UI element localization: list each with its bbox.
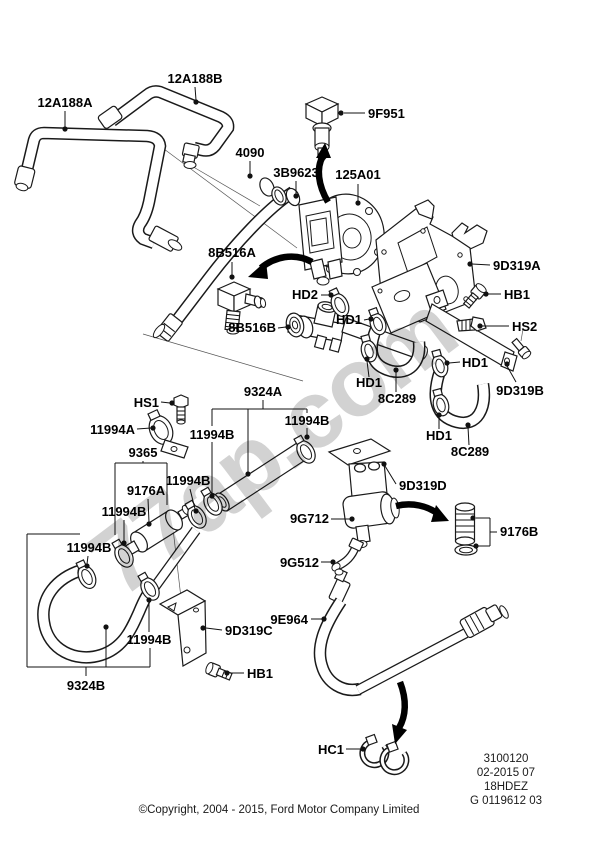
- sensor-9f951-drawing: [304, 96, 340, 161]
- label-3b9623: 3B9623: [273, 165, 319, 180]
- label-9g512: 9G512: [280, 555, 319, 570]
- label-9g712: 9G712: [290, 511, 329, 526]
- label-hb1-lower: HB1: [247, 666, 273, 681]
- part-labels: 12A188B 12A188A 4090 3B9623 9F951 125A01…: [38, 71, 544, 757]
- clip-hc1-drawing: [359, 733, 410, 776]
- clamp-hd1-c-drawing: [431, 348, 449, 378]
- label-9d319d: 9D319D: [399, 478, 447, 493]
- label-11994b-3: 11994B: [102, 504, 147, 519]
- pump-125a01-drawing: [298, 193, 385, 286]
- label-11994b-6: 11994B: [127, 632, 172, 647]
- label-9324b: 9324B: [67, 678, 105, 693]
- clamp-11994b-2-drawing: [293, 434, 316, 464]
- bracket-9d319b-drawing: [425, 289, 518, 372]
- clamp-hd1-d-drawing: [432, 387, 450, 417]
- doc-info-block: 3100120 02-2015 07 18HDEZ G 0119612 03: [470, 753, 542, 807]
- label-11994a: 11994A: [90, 422, 135, 437]
- label-8c289-a: 8C289: [378, 391, 416, 406]
- hose-9324b-drawing: [37, 526, 201, 664]
- label-9176a: 9176A: [127, 483, 166, 498]
- elbow-9g512-drawing: [331, 537, 364, 572]
- label-9d319a: 9D319A: [493, 258, 541, 273]
- label-hs1: HS1: [134, 395, 159, 410]
- label-11994b-5: 11994B: [166, 473, 211, 488]
- label-11994b-1: 11994B: [190, 427, 235, 442]
- label-9176b: 9176B: [500, 524, 538, 539]
- copyright-notice: ©Copyright, 2004 - 2015, Ford Motor Comp…: [139, 804, 420, 816]
- label-9d319b: 9D319B: [496, 383, 544, 398]
- bracket-9d319c-drawing: [158, 589, 207, 667]
- clamp-hd1-b-drawing: [360, 333, 378, 363]
- filter-9176b-drawing: [454, 502, 478, 556]
- label-9e964: 9E964: [270, 612, 308, 627]
- clamp-hd1-a-drawing: [367, 306, 387, 336]
- label-hd1-a: HD1: [336, 312, 362, 327]
- bolt-hb1-lower-drawing: [205, 661, 233, 681]
- bolt-hs2-drawing: [456, 316, 487, 332]
- clamp-11994b-3-drawing: [111, 538, 134, 568]
- hose-9e964-drawing: [313, 568, 509, 697]
- label-9324a: 9324A: [244, 384, 283, 399]
- hose-4090-drawing: [152, 177, 297, 342]
- fitting-8b516a-drawing: [216, 281, 267, 335]
- doc-catalog-code: 18HDEZ: [484, 781, 528, 793]
- label-hs2: HS2: [512, 319, 537, 334]
- label-8c289-b: 8C289: [451, 444, 489, 459]
- label-4090: 4090: [236, 145, 265, 160]
- leader-dots: [62, 99, 510, 752]
- clamp-11994b-4-drawing: [75, 559, 97, 589]
- tee-pipe-8b516b-drawing: [285, 301, 428, 361]
- clamp-11994b-1-drawing: [200, 486, 223, 516]
- label-9365: 9365: [129, 445, 158, 460]
- label-8b516b: 8B516B: [228, 320, 276, 335]
- label-11994b-2: 11994B: [285, 413, 330, 428]
- label-12a188b: 12A188B: [168, 71, 223, 86]
- label-hd1-b: HD1: [356, 375, 382, 390]
- direction-arrows: [248, 143, 449, 744]
- bracket-9d319a-drawing: [371, 199, 488, 334]
- label-12a188a: 12A188A: [38, 95, 94, 110]
- hose-12a188b-drawing: [97, 85, 235, 169]
- label-hc1: HC1: [318, 742, 344, 757]
- label-hb1-upper: HB1: [504, 287, 530, 302]
- label-9d319c: 9D319C: [225, 623, 273, 638]
- label-9f951: 9F951: [368, 106, 405, 121]
- doc-drawing-number: G 0119612 03: [470, 795, 542, 807]
- clamp-11994b-6-drawing: [137, 571, 160, 601]
- clamp-11994a-drawing: [147, 408, 189, 459]
- clamp-11994b-5-drawing: [184, 499, 207, 529]
- label-11994b-4: 11994B: [67, 540, 112, 555]
- hose-12a188a-drawing: [14, 126, 183, 252]
- label-8b516a: 8B516A: [208, 245, 256, 260]
- bolt-hs1-drawing: [173, 394, 189, 425]
- doc-part-number: 3100120: [484, 753, 529, 765]
- bolt-hb1-upper-drawing: [462, 283, 487, 309]
- label-hd1-c: HD1: [462, 355, 488, 370]
- valve-9g712-drawing: [327, 438, 400, 548]
- doc-date-code: 02-2015 07: [477, 767, 535, 779]
- label-hd2: HD2: [292, 287, 318, 302]
- bolt-hs2-installed-drawing: [511, 337, 532, 360]
- label-125a01: 125A01: [335, 167, 381, 182]
- label-hd1-d: HD1: [426, 428, 452, 443]
